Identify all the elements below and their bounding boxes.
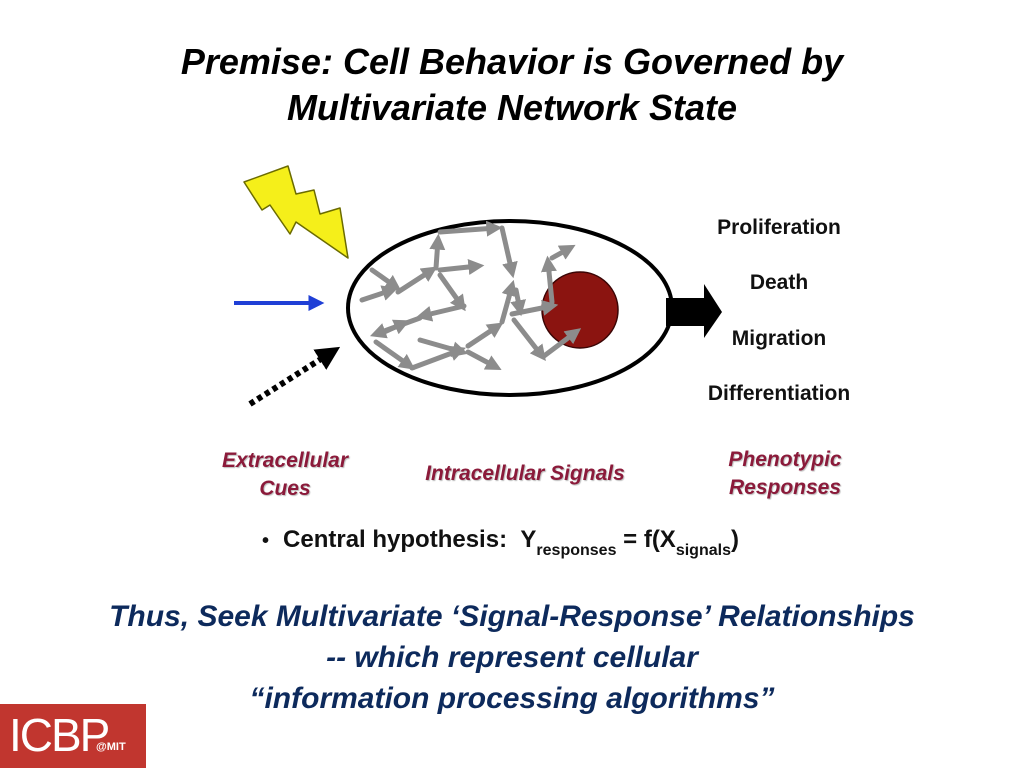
- response-differentiation: Differentiation: [707, 382, 851, 405]
- caption-intracellular: Intracellular Signals: [425, 462, 625, 485]
- dotted-arrow: [248, 346, 341, 407]
- cell-ellipse: [346, 219, 674, 397]
- caption-extracellular-line1: Extracellular: [221, 449, 349, 472]
- hypothesis-x-subscript: signals: [675, 542, 731, 559]
- title-line-1: Premise: Cell Behavior is Governed by: [180, 41, 844, 82]
- conclusion-line-1: Thus, Seek Multivariate ‘Signal-Response…: [109, 600, 915, 633]
- lightning-bolt-icon: [243, 165, 349, 259]
- hypothesis-y-subscript: responses: [536, 542, 617, 559]
- response-death: Death: [749, 271, 809, 294]
- caption-extracellular: Extracellular Cues: [200, 447, 370, 503]
- signal-network: [359, 220, 582, 371]
- response-proliferation: Proliferation: [717, 216, 841, 239]
- title-line-2: Multivariate Network State: [286, 87, 738, 128]
- icbp-logo: ICBP @MIT: [0, 704, 146, 768]
- caption-phenotypic: Phenotypic Responses: [700, 446, 870, 502]
- hypothesis-equals: = f(X: [623, 526, 676, 553]
- conclusion-line-3: “information processing algorithms”: [249, 682, 775, 715]
- logo-text: ICBP: [9, 709, 110, 761]
- caption-phenotypic-line2: Responses: [728, 476, 842, 499]
- response-migration: Migration: [731, 327, 827, 350]
- central-hypothesis: • Central hypothesis: Yresponses = f(Xsig…: [262, 526, 739, 559]
- hypothesis-y: Y: [520, 526, 537, 553]
- caption-phenotypic-line1: Phenotypic: [728, 448, 842, 471]
- hypothesis-label: Central hypothesis:: [283, 526, 508, 553]
- logo-mit: @MIT: [96, 741, 126, 753]
- nucleus: [541, 271, 619, 349]
- caption-extracellular-line2: Cues: [259, 477, 311, 500]
- conclusion-line-2: -- which represent cellular: [326, 641, 698, 674]
- output-arrow: [666, 284, 722, 338]
- bullet: •: [262, 530, 270, 552]
- hypothesis-close: ): [730, 526, 739, 553]
